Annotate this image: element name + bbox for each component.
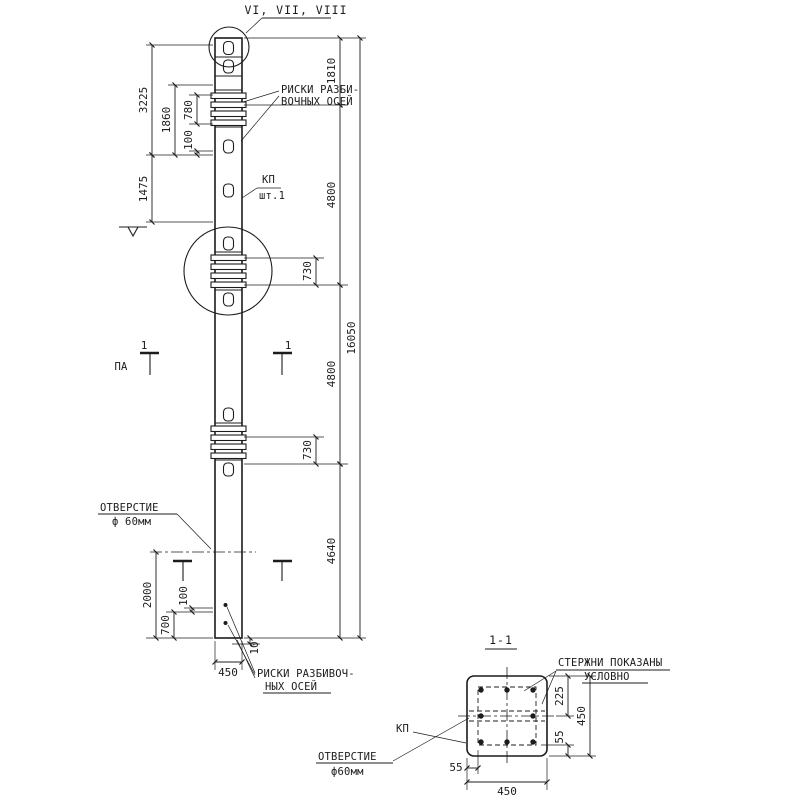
dim-1860: 1860: [160, 107, 173, 134]
dimension-lines: 3225 1860 780 100 1475 2000 700 100 10 4…: [137, 35, 363, 679]
axis-marks-top-line1: РИСКИ РАЗБИ-: [281, 84, 359, 96]
axis-risk-dots: [223, 603, 228, 625]
dim-450-bottom: 450: [497, 785, 517, 798]
column-outline: [214, 37, 243, 639]
pa-label: ПА: [114, 361, 128, 373]
kp-label: КП: [262, 174, 275, 186]
dim-16050: 16050: [345, 321, 358, 354]
column-joint-lines: [215, 56, 242, 461]
section-kp-label: КП: [396, 723, 409, 735]
dim-10: 10: [248, 641, 261, 654]
section-extension-lines: [466, 675, 596, 790]
section-view: 1-1: [316, 633, 670, 798]
detail-title-label: VI, VII, VIII: [244, 3, 347, 17]
dim-450-width: 450: [218, 666, 238, 679]
level-mark: [119, 226, 147, 238]
kp-qty-label: шт.1: [259, 190, 285, 202]
dim-4800-upper: 4800: [325, 182, 338, 209]
detail-circle-top: [208, 26, 250, 68]
dim-4640: 4640: [325, 538, 338, 565]
section-dimensions: 225 55 450 55 450: [449, 673, 593, 798]
dim-3225: 3225: [137, 87, 150, 114]
detail-circle-middle: [183, 226, 273, 316]
section-cut-label-right: 1: [285, 339, 292, 352]
dim-55-right: 55: [553, 730, 566, 743]
dim-100-bottom: 100: [177, 586, 190, 606]
dim-730-upper: 730: [301, 261, 314, 281]
detail-title: VI, VII, VIII: [244, 3, 347, 34]
dim-1810: 1810: [325, 58, 338, 85]
hole-label-line2: ф 60мм: [112, 516, 152, 528]
hole-label-line1: ОТВЕРСТИЕ: [100, 502, 159, 514]
dim-2000: 2000: [141, 582, 154, 609]
rods-label-line1: СТЕРЖНИ ПОКАЗАНЫ: [558, 657, 662, 669]
section-cut-label-left: 1: [141, 339, 148, 352]
axis-marks-bottom-line1: РИСКИ РАЗБИВОЧ-: [257, 668, 355, 680]
dim-700: 700: [159, 615, 172, 635]
rods-label-line2: УСЛОВНО: [584, 671, 630, 683]
extension-lines: [146, 37, 366, 670]
dim-450-right: 450: [575, 706, 588, 726]
dim-55-bottom: 55: [449, 761, 462, 774]
corbel-ribs-top: [210, 92, 247, 127]
section-annotations: СТЕРЖНИ ПОКАЗАНЫ УСЛОВНО КП ОТВЕРСТИЕ ф6…: [316, 657, 670, 778]
dim-730-lower: 730: [301, 440, 314, 460]
corbel-ribs-middle: [210, 254, 247, 289]
dim-1475: 1475: [137, 176, 150, 203]
axis-marks-bottom-line2: НЫХ ОСЕЙ: [265, 680, 317, 693]
dim-780: 780: [182, 100, 195, 120]
section-hole-lines: [469, 710, 545, 722]
detail-title-leader: [245, 17, 263, 34]
dim-4800-lower: 4800: [325, 361, 338, 388]
section-cut-symbols: 1 1 ПА: [114, 339, 292, 581]
section-hole-label-line1: ОТВЕРСТИЕ: [318, 751, 377, 763]
dim-100-top: 100: [182, 130, 195, 150]
section-hole-label-line2: ф60мм: [331, 766, 364, 778]
axis-marks-top-line2: ВОЧНЫХ ОСЕЙ: [281, 95, 353, 108]
section-title: 1-1: [489, 633, 513, 647]
dim-225: 225: [553, 686, 566, 706]
corbel-ribs-lower: [210, 425, 247, 460]
elevation-annotations: РИСКИ РАЗБИ- ВОЧНЫХ ОСЕЙ КП шт.1 ОТВЕРСТ…: [98, 84, 359, 694]
